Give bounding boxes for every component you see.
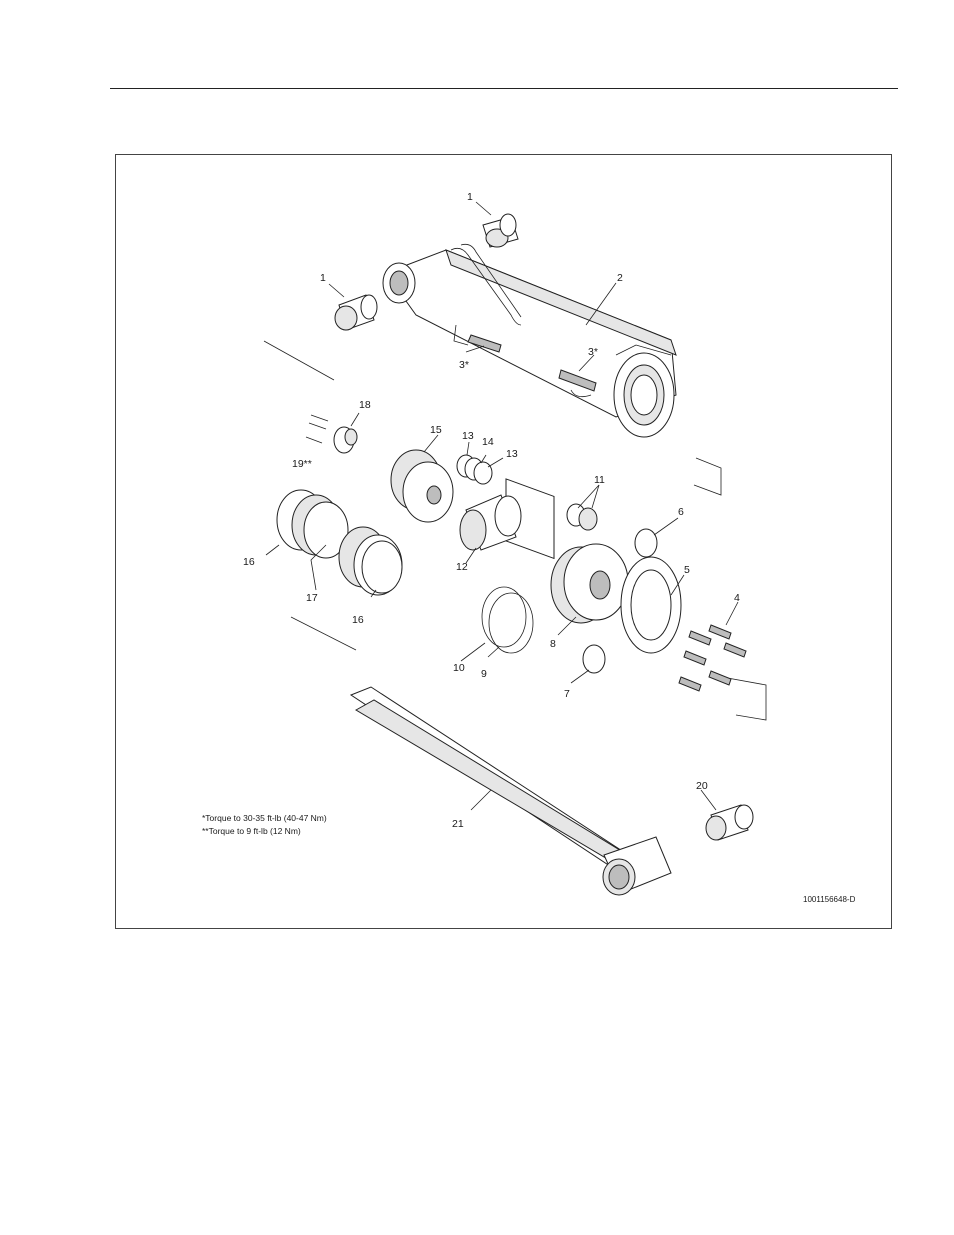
torque-note: **Torque to 9 ft-lb (12 Nm) xyxy=(202,826,301,836)
leader-line xyxy=(467,442,469,455)
reference-line xyxy=(264,341,334,380)
callout-13: 13 xyxy=(506,448,518,460)
seal-part-7 xyxy=(583,645,605,673)
drawing-id: 1001156648-D xyxy=(803,895,856,904)
seal-pack-part-16-17-left xyxy=(277,490,348,558)
rings-parts-9-10 xyxy=(482,587,533,653)
leader-line xyxy=(461,643,485,661)
flange-plate-part-5 xyxy=(621,557,681,653)
callout-1: 1 xyxy=(467,191,473,203)
leader-line xyxy=(571,670,589,683)
rod-part-21 xyxy=(351,687,671,895)
callout-21: 21 xyxy=(452,818,464,830)
rings-parts-13-14 xyxy=(457,455,492,484)
leader-line xyxy=(466,346,484,352)
callout-10: 10 xyxy=(453,662,465,674)
callout-4: 4 xyxy=(734,592,740,604)
callout-1: 1 xyxy=(320,272,326,284)
leader-line xyxy=(476,202,491,215)
reference-line xyxy=(291,617,356,650)
callout-17: 17 xyxy=(306,592,318,604)
callout-18: 18 xyxy=(359,399,371,411)
leader-line xyxy=(471,790,491,810)
bushing-part-1-lower xyxy=(335,295,377,330)
reference-line xyxy=(694,458,721,495)
leader-line xyxy=(701,790,716,810)
seal-pack-part-16-17-right xyxy=(339,527,402,595)
head-part-8 xyxy=(551,544,628,623)
exploded-view-figure: 1 1 2 3* 3* 4 5 6 7 8 9 10 11 12 13 13 1… xyxy=(115,154,892,929)
header-rule xyxy=(110,88,898,89)
leader-line xyxy=(558,617,576,635)
callout-2: 2 xyxy=(617,272,623,284)
callout-14: 14 xyxy=(482,436,494,448)
callout-16: 16 xyxy=(243,556,255,568)
screws-part-19 xyxy=(306,415,328,443)
bolts-part-4 xyxy=(679,625,746,691)
cap-part-18 xyxy=(334,427,357,453)
torque-note: *Torque to 30-35 ft-lb (40-47 Nm) xyxy=(202,813,327,823)
callout-3: 3* xyxy=(588,346,598,358)
exploded-view-drawing: 1 1 2 3* 3* 4 5 6 7 8 9 10 11 12 13 13 1… xyxy=(116,155,893,930)
callout-7: 7 xyxy=(564,688,570,700)
callout-6: 6 xyxy=(678,506,684,518)
callout-3: 3* xyxy=(459,359,469,371)
piston-part-15 xyxy=(391,450,453,522)
bushing-part-1-upper xyxy=(483,214,518,247)
callout-13: 13 xyxy=(462,430,474,442)
bushing-part-11 xyxy=(567,504,597,530)
leader-line xyxy=(424,435,438,452)
callout-5: 5 xyxy=(684,564,690,576)
leader-line xyxy=(266,545,279,555)
callout-20: 20 xyxy=(696,780,708,792)
callout-9: 9 xyxy=(481,668,487,680)
leader-line xyxy=(351,413,359,426)
leader-line xyxy=(488,458,503,467)
callout-15: 15 xyxy=(430,424,442,436)
leader-line xyxy=(329,284,344,297)
callout-11: 11 xyxy=(594,474,605,486)
callout-8: 8 xyxy=(550,638,556,650)
bushing-part-20 xyxy=(706,805,753,840)
callout-16: 16 xyxy=(352,614,364,626)
reference-line xyxy=(711,675,766,720)
leader-line xyxy=(488,647,499,657)
callout-19: 19** xyxy=(292,458,312,470)
leader-line xyxy=(654,518,678,535)
seal-part-6 xyxy=(635,529,657,557)
leader-line xyxy=(726,602,738,625)
callout-12: 12 xyxy=(456,561,468,573)
